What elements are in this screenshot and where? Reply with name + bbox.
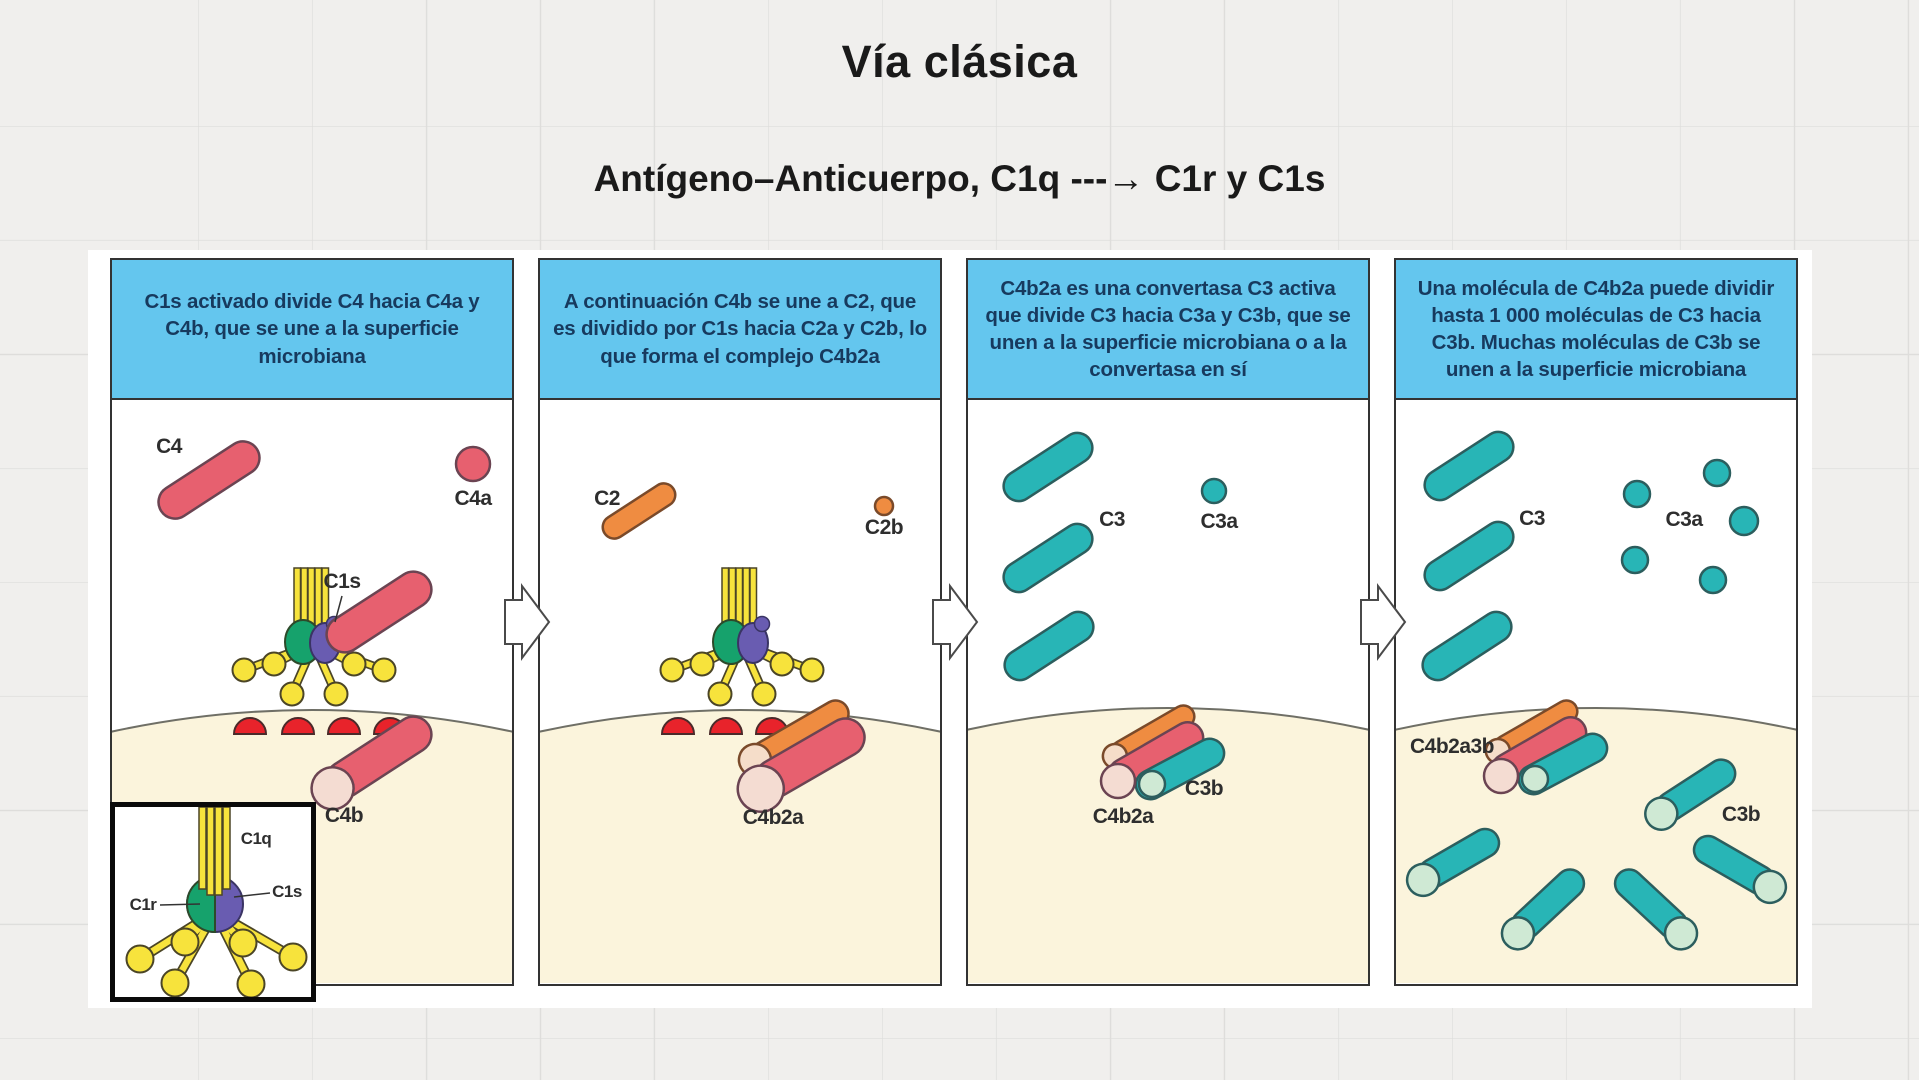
panel-step-3: C4b2a es una convertasa C3 activa que di… — [966, 258, 1370, 986]
panel-1-header: C1s activado divide C4 hacia C4a y C4b, … — [112, 260, 512, 400]
label-c1s: C1s — [323, 570, 361, 593]
label-c4b2a: C4b2a — [1092, 805, 1154, 828]
panel-step-4: Una molécula de C4b2a puede dividir hast… — [1394, 258, 1798, 986]
label-c3b: C3b — [1721, 803, 1761, 826]
pathway-subtitle: Antígeno–Anticuerpo, C1q ---→ C1r y C1s — [593, 158, 1326, 199]
panel-4-header: Una molécula de C4b2a puede dividir hast… — [1396, 260, 1796, 400]
step-arrow-icon — [504, 583, 551, 661]
label-c4a: C4a — [454, 487, 492, 510]
panel-3-illustration — [968, 431, 1368, 983]
step-arrow-icon — [932, 583, 979, 661]
label-c1s: C1s — [272, 882, 302, 901]
label-c3: C3 — [1519, 507, 1545, 530]
label-c1r: C1r — [129, 895, 157, 914]
panel-3-header: C4b2a es una convertasa C3 activa que di… — [968, 260, 1368, 400]
label-c1q: C1q — [240, 829, 272, 848]
label-c2: C2 — [594, 487, 620, 510]
c1-complex-inset: C1q C1r C1s — [110, 802, 316, 1002]
panel-2-header: A continuación C4b se une a C2, que es d… — [540, 260, 940, 400]
label-c3b: C3b — [1184, 777, 1224, 800]
panel-step-1: C1s activado divide C4 hacia C4a y C4b, … — [110, 258, 514, 986]
label-c4: C4 — [156, 435, 182, 458]
panel-4-content: C3 C3a C4b2a3b C3b — [1396, 400, 1796, 983]
panel-2-illustration — [540, 482, 940, 983]
panel-3-content: C3 C3a C3b C4b2a — [968, 400, 1368, 983]
label-c2b: C2b — [864, 516, 904, 539]
panel-step-2: A continuación C4b se une a C2, que es d… — [538, 258, 942, 986]
panel-2-content: C2 C2b C4b2a — [540, 400, 940, 983]
label-c4b: C4b — [324, 804, 364, 827]
page-title: Vía clásica — [841, 36, 1078, 87]
c1-complex-illustration — [125, 807, 308, 997]
label-c4b2a: C4b2a — [742, 806, 804, 829]
panel-4-illustration — [1396, 430, 1796, 983]
label-c3: C3 — [1099, 508, 1125, 531]
label-c3a: C3a — [1665, 508, 1703, 531]
label-c4b2a3b: C4b2a3b — [1409, 735, 1495, 758]
label-c3a: C3a — [1200, 510, 1238, 533]
step-arrow-icon — [1360, 583, 1407, 661]
